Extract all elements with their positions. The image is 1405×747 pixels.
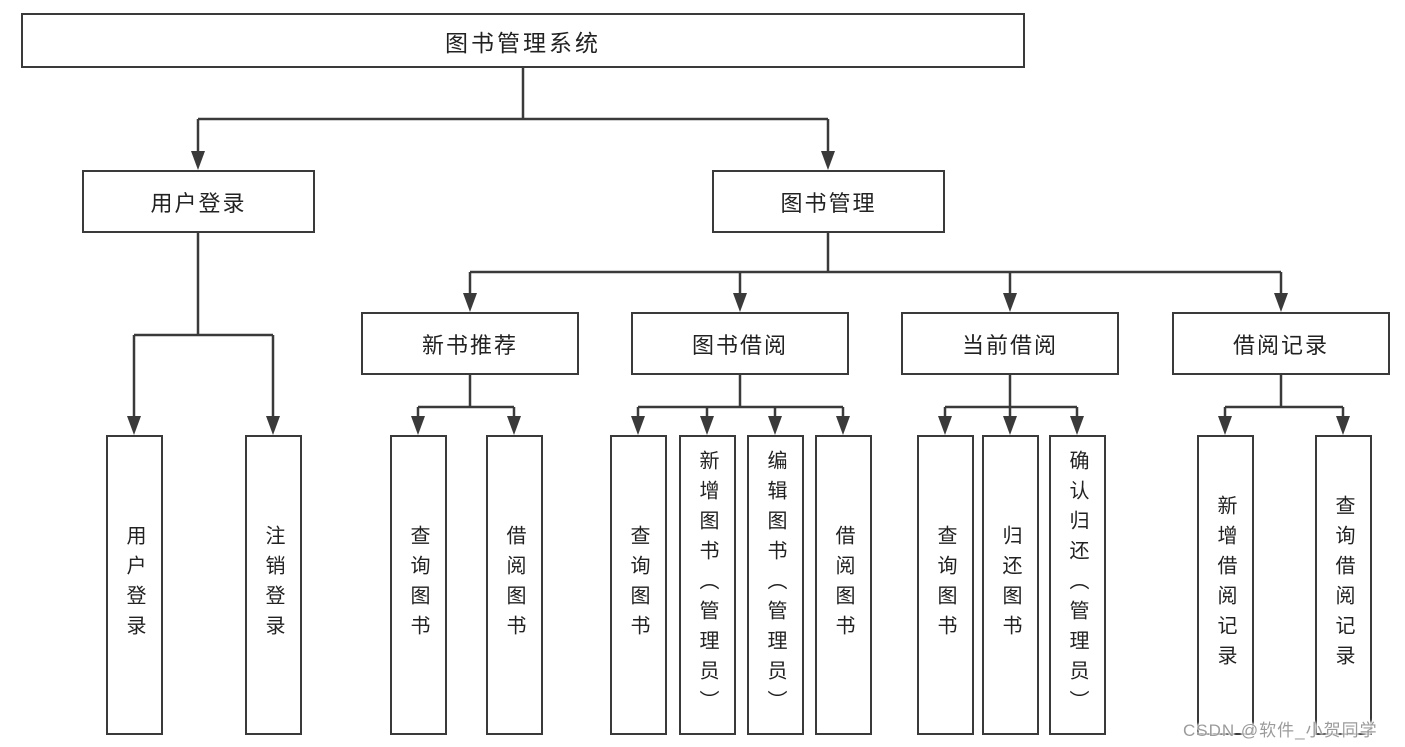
node-label: 图书管理系统 [445, 29, 601, 56]
leaf-add-books-admin: 新增图书（管理员） [678, 435, 736, 735]
leaf-return-books: 归还图书 [981, 435, 1039, 735]
node-label: 当前借阅 [961, 332, 1058, 358]
node-label: 图书借阅 [691, 332, 788, 358]
node-book-management: 图书管理 [712, 170, 945, 233]
node-current-borrow: 当前借阅 [901, 312, 1119, 375]
node-label: 归还图书 [999, 525, 1021, 645]
leaf-add-borrow-record: 新增借阅记录 [1196, 435, 1254, 735]
node-label: 查询图书 [407, 525, 429, 645]
leaf-borrow-books-recommend: 借阅图书 [485, 435, 543, 735]
leaf-query-borrow-record: 查询借阅记录 [1314, 435, 1372, 735]
leaf-user-login: 用户登录 [105, 435, 163, 735]
leaf-query-books-current: 查询图书 [916, 435, 974, 735]
node-label: 图书管理 [780, 190, 877, 216]
leaf-logout: 注销登录 [244, 435, 302, 735]
node-label: 借阅记录 [1232, 332, 1329, 358]
node-label: 新书推荐 [421, 332, 518, 358]
leaf-confirm-return-admin: 确认归还（管理员） [1048, 435, 1106, 735]
node-label: 注销登录 [262, 525, 284, 645]
leaf-query-books-borrow: 查询图书 [609, 435, 667, 735]
node-book-borrow: 图书借阅 [631, 312, 849, 375]
node-label: 新增借阅记录 [1214, 495, 1236, 675]
node-borrow-records: 借阅记录 [1172, 312, 1390, 375]
leaf-borrow-books: 借阅图书 [814, 435, 872, 735]
csdn-watermark: CSDN @软件_小贺同学 [1183, 721, 1378, 740]
node-label: 确认归还（管理员） [1066, 450, 1088, 720]
node-new-book-recommend: 新书推荐 [361, 312, 579, 375]
node-label: 查询借阅记录 [1332, 495, 1354, 675]
leaf-edit-books-admin: 编辑图书（管理员） [746, 435, 804, 735]
node-label: 查询图书 [627, 525, 649, 645]
node-label: 借阅图书 [832, 525, 854, 645]
arrowheads [127, 151, 1350, 435]
node-user-login: 用户登录 [82, 170, 315, 233]
node-label: 用户登录 [150, 190, 247, 216]
node-label: 用户登录 [123, 525, 145, 645]
leaf-query-books-recommend: 查询图书 [389, 435, 447, 735]
node-label: 借阅图书 [503, 525, 525, 645]
node-library-management-system: 图书管理系统 [21, 13, 1025, 68]
node-label: 查询图书 [934, 525, 956, 645]
node-label: 编辑图书（管理员） [764, 450, 786, 720]
node-label: 新增图书（管理员） [696, 450, 718, 720]
